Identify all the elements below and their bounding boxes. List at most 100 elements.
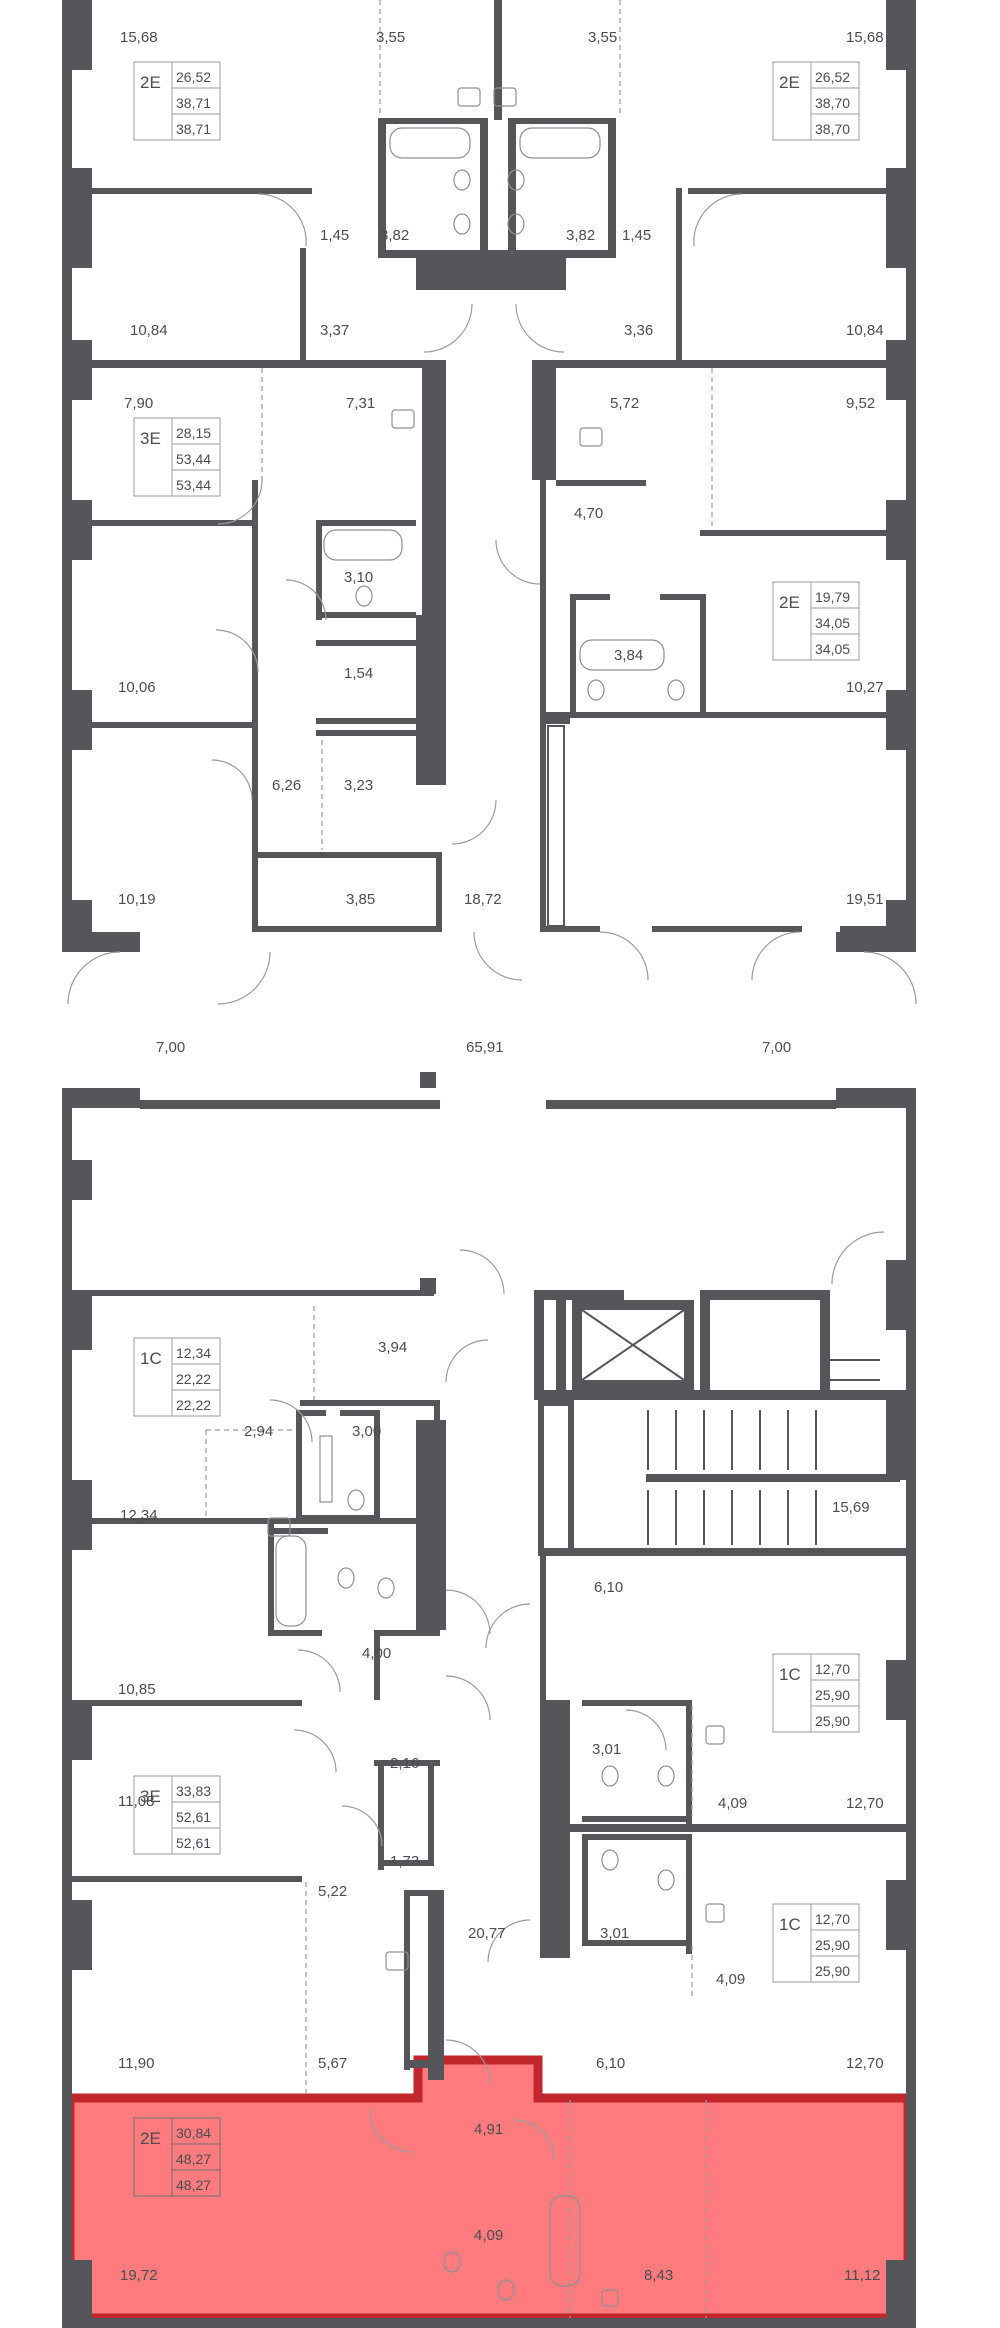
total-area: 25,90	[815, 1687, 850, 1703]
apartment-type: 2E	[779, 593, 800, 612]
apartment-tag[interactable]: 2E 26,52 38,71 38,71	[133, 61, 221, 141]
room-area: 3,84	[614, 647, 643, 664]
room-area: 7,31	[346, 395, 375, 412]
room-area: 3,55	[588, 29, 617, 46]
interior-walls-bottom	[72, 1072, 910, 2080]
room-area: 10,84	[846, 322, 884, 339]
door-swings	[67, 193, 917, 2161]
apartment-type: 1C	[140, 1349, 162, 1368]
apartment-type: 2E	[140, 73, 161, 92]
total-area-b: 52,61	[176, 1835, 211, 1851]
room-area: 20,77	[468, 1925, 506, 1942]
room-area: 1,73	[390, 1853, 419, 1870]
apartment-tag-selected[interactable]: 2E 30,84 48,27 48,27	[133, 2117, 221, 2197]
room-area: 1,54	[344, 665, 373, 682]
apartment-type: 2E	[140, 2129, 161, 2148]
living-area: 28,15	[176, 425, 211, 441]
total-area: 38,71	[176, 95, 211, 111]
total-area-b: 38,70	[815, 121, 850, 137]
room-area: 3,36	[624, 322, 653, 339]
total-area: 25,90	[815, 1937, 850, 1953]
room-area: 15,68	[846, 29, 884, 46]
total-area: 34,05	[815, 615, 850, 631]
total-area-b: 25,90	[815, 1963, 850, 1979]
room-area: 9,52	[846, 395, 875, 412]
room-area: 7,00	[156, 1039, 185, 1056]
room-area: 6,10	[596, 2055, 625, 2072]
total-area-b: 34,05	[815, 641, 850, 657]
room-area: 10,27	[846, 679, 884, 696]
room-area: 3,82	[380, 227, 409, 244]
room-area: 3,55	[376, 29, 405, 46]
room-area: 12,34	[120, 1507, 158, 1524]
apartment-tag[interactable]: 2E 19,79 34,05 34,05	[772, 581, 860, 661]
room-area: 10,85	[118, 1681, 156, 1698]
room-area: 10,06	[118, 679, 156, 696]
apartment-type: 3E	[140, 1787, 161, 1806]
room-area: 19,51	[846, 891, 884, 908]
living-area: 33,83	[176, 1783, 211, 1799]
room-area: 12,70	[846, 2055, 884, 2072]
total-area-b: 48,27	[176, 2177, 211, 2193]
room-area: 4,91	[474, 2121, 503, 2138]
room-area: 10,19	[118, 891, 156, 908]
room-area: 11,12	[844, 2267, 880, 2284]
apartment-type: 3E	[140, 429, 161, 448]
room-area: 15,69	[832, 1499, 870, 1516]
total-area-b: 38,71	[176, 121, 211, 137]
room-area: 18,72	[464, 891, 502, 908]
room-area: 3,23	[344, 777, 373, 794]
living-area: 26,52	[176, 69, 211, 85]
room-area: 3,94	[378, 1339, 407, 1356]
apartment-tag[interactable]: 3E 28,15 53,44 53,44	[133, 417, 221, 497]
apartment-tag[interactable]: 1C 12,34 22,22 22,22	[133, 1337, 221, 1417]
room-area: 5,72	[610, 395, 639, 412]
apartment-tag[interactable]: 2E 26,52 38,70 38,70	[772, 61, 860, 141]
room-area: 4,09	[474, 2227, 503, 2244]
living-area: 12,70	[815, 1661, 850, 1677]
room-area: 3,01	[600, 1925, 629, 1942]
room-area: 11,90	[118, 2055, 154, 2072]
total-area: 22,22	[176, 1371, 211, 1387]
room-area: 1,45	[622, 227, 651, 244]
apartment-type: 2E	[779, 73, 800, 92]
living-area: 19,79	[815, 589, 850, 605]
apartment-tag[interactable]: 1C 12,70 25,90 25,90	[772, 1903, 860, 1983]
room-area: 19,72	[120, 2267, 158, 2284]
apartment-type: 1C	[779, 1665, 801, 1684]
outer-walls	[62, 0, 916, 2328]
room-area: 5,67	[318, 2055, 347, 2072]
total-area-b: 22,22	[176, 1397, 211, 1413]
total-area: 52,61	[176, 1809, 211, 1825]
room-dividers	[205, 0, 713, 2318]
room-area: 3,85	[346, 891, 375, 908]
room-area: 5,22	[318, 1883, 347, 1900]
room-area: 11,08	[118, 1793, 154, 1810]
living-area: 26,52	[815, 69, 850, 85]
room-area: 3,01	[592, 1741, 621, 1758]
room-area: 4,09	[718, 1795, 747, 1812]
room-area: 65,91	[466, 1039, 504, 1056]
apartment-tag[interactable]: 1C 12,70 25,90 25,90	[772, 1653, 860, 1733]
total-area: 53,44	[176, 451, 211, 467]
room-area: 2,94	[244, 1423, 273, 1440]
room-area: 4,70	[574, 505, 603, 522]
room-area: 7,00	[762, 1039, 791, 1056]
living-area: 30,84	[176, 2125, 211, 2141]
room-area: 2,16	[390, 1755, 419, 1772]
total-area: 38,70	[815, 95, 850, 111]
room-area: 4,00	[362, 1645, 391, 1662]
room-area: 15,68	[120, 29, 158, 46]
total-area-b: 53,44	[176, 477, 211, 493]
room-area: 3,37	[320, 322, 349, 339]
plumbing-fixtures	[267, 87, 725, 2307]
room-area: 4,09	[716, 1971, 745, 1988]
room-area: 3,00	[352, 1423, 381, 1440]
room-area: 3,82	[566, 227, 595, 244]
room-area: 8,43	[644, 2267, 673, 2284]
apartment-tag[interactable]: 3E 33,83 52,61 52,61	[133, 1775, 221, 1855]
room-area: 7,90	[124, 395, 153, 412]
room-area: 1,45	[320, 227, 349, 244]
apartment-type: 1C	[779, 1915, 801, 1934]
living-area: 12,70	[815, 1911, 850, 1927]
